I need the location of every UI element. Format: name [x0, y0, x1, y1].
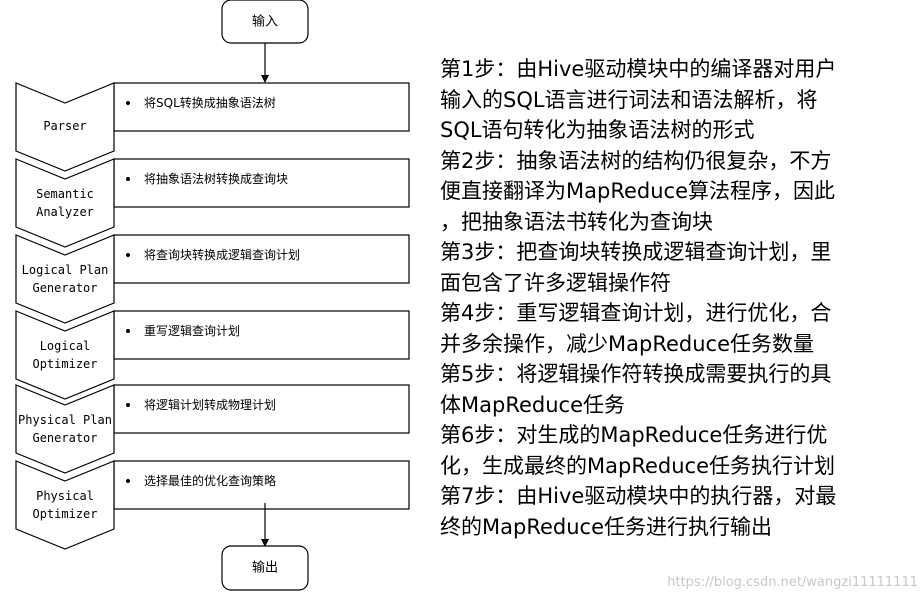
- step-text-line: 面包含了许多逻辑操作符: [440, 270, 671, 295]
- step-text-line: 第5步：将逻辑操作符转换成需要执行的具: [440, 362, 832, 386]
- stage-chevron: [15, 234, 115, 324]
- stage-name-line: Generator: [32, 431, 97, 445]
- step-text-line: 化，生成最终的MapReduce任务执行计划: [440, 453, 835, 478]
- step-text-line: 第7步：由Hive驱动模块中的执行器，对最: [440, 484, 837, 508]
- stage-name-line: Parser: [43, 119, 86, 133]
- bullet-icon: [126, 101, 130, 105]
- bullet-icon: [126, 479, 130, 483]
- step-text-line: 终的MapReduce任务进行执行输出: [440, 514, 772, 539]
- stage-desc-box: [113, 82, 410, 132]
- stage-name-line: Optimizer: [32, 357, 97, 371]
- stage-parser: Parser 将SQL转换成抽象语法树: [15, 82, 410, 172]
- bullet-icon: [126, 403, 130, 407]
- watermark: https://blog.csdn.net/wangzi11111111: [667, 575, 918, 590]
- step-text-line: 第4步：重写逻辑查询计划，进行优化，合: [440, 301, 832, 325]
- step-text-line: SQL语句转化为抽象语法树的形式: [440, 118, 755, 142]
- bullet-icon: [126, 177, 130, 181]
- end-terminal: 输出: [221, 545, 309, 591]
- stage-description: 将SQL转换成抽象语法树: [144, 95, 276, 110]
- start-label: 输入: [252, 14, 278, 30]
- stage-name-line: Logical Plan: [22, 263, 109, 277]
- start-terminal: 输入: [221, 0, 309, 44]
- step-text-line: 第2步：抽象语法树的结构仍很复杂，不方: [440, 148, 832, 173]
- stage-chevron: [15, 82, 115, 172]
- step-text-line: 便直接翻译为MapReduce算法程序，因此: [440, 179, 835, 203]
- stage-chevron: [15, 158, 115, 248]
- stage-description: 重写逻辑查询计划: [144, 324, 240, 338]
- stage-name-line: Logical: [40, 339, 91, 353]
- stage-name-line: Physical Plan: [18, 413, 112, 427]
- step-text-line: ，把抽象语法书转化为查询块: [440, 209, 713, 234]
- stage-name-line: Analyzer: [36, 205, 94, 219]
- stage-chevron: [15, 384, 115, 474]
- stage-desc-box: [113, 310, 410, 360]
- stage-chevron: [15, 310, 115, 400]
- step-text-line: 第3步：把查询块转换成逻辑查询计划，里: [440, 240, 832, 264]
- step-text-line: 输入的SQL语言进行词法和语法解析，将: [440, 87, 818, 112]
- stage-name-line: Optimizer: [32, 507, 97, 521]
- bullet-icon: [126, 329, 130, 333]
- step-text-line: 体MapReduce任务: [440, 392, 625, 417]
- step-text-line: 第6步：对生成的MapReduce任务进行优: [440, 423, 828, 447]
- end-label: 输出: [252, 560, 278, 576]
- stage-description: 将查询块转换成逻辑查询计划: [144, 247, 300, 262]
- stage-desc-box: [113, 384, 410, 434]
- bullet-icon: [126, 253, 130, 257]
- stage-description: 将逻辑计划转成物理计划: [144, 397, 276, 412]
- stage-name-line: Physical: [36, 489, 94, 503]
- stage-description: 选择最佳的优化查询策略: [144, 473, 276, 488]
- step-text-line: 并多余操作，减少MapReduce任务数量: [440, 331, 814, 356]
- step-text-line: 第1步：由Hive驱动模块中的编译器对用户: [440, 57, 837, 81]
- steps-description: 第1步：由Hive驱动模块中的编译器对用户输入的SQL语言进行词法和语法解析，将…: [440, 54, 918, 542]
- stage-chevron: [15, 460, 115, 550]
- stage-name-line: Generator: [32, 281, 97, 295]
- stage-name-line: Semantic: [36, 187, 94, 201]
- stage-description: 将抽象语法树转换成查询块: [144, 171, 288, 186]
- stage-desc-box: [113, 460, 410, 510]
